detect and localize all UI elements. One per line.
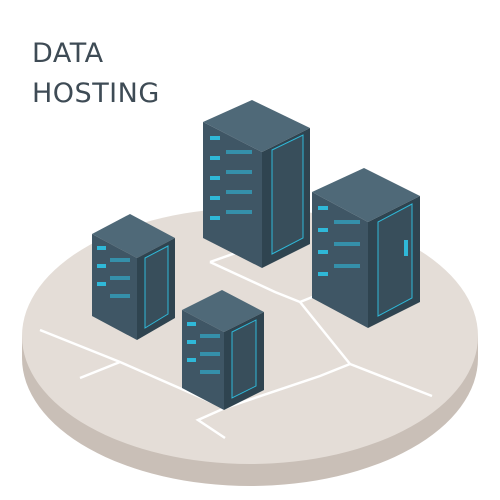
title-line-2: HOSTING (32, 78, 160, 109)
server-rack-tall (203, 100, 310, 268)
title-line-1: DATA (32, 38, 104, 69)
page-title: DATA HOSTING (32, 34, 160, 114)
server-rack-front (182, 290, 264, 410)
server-rack-left (92, 214, 175, 340)
server-rack-right (312, 168, 420, 328)
